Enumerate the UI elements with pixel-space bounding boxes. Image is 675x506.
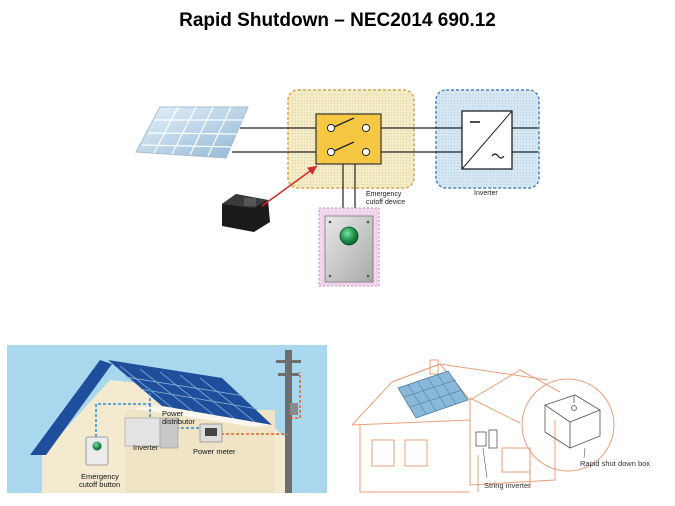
cutoff-device-label-1: Emergency xyxy=(366,191,402,198)
emergency-cutoff-button-label-2: cutoff button xyxy=(79,480,120,489)
inverter-box xyxy=(461,110,513,170)
emergency-cutoff-button-label-1: Emergency xyxy=(81,472,119,481)
house-emergency-button-icon xyxy=(92,441,102,451)
sketch-illustration xyxy=(351,359,615,493)
relay-component-icon xyxy=(222,194,270,232)
solar-panel-icon xyxy=(135,106,249,159)
sketch-solar-panels xyxy=(397,370,469,419)
top-schematic: Inverter Emergency cutoff device xyxy=(135,89,540,287)
power-distributor-label-1: Power xyxy=(162,409,184,418)
emergency-green-button-icon xyxy=(339,226,359,246)
cutoff-device-label-2: cutoff device xyxy=(366,199,405,206)
house-inverter-label: Inverter xyxy=(133,443,159,452)
emergency-button-box xyxy=(318,207,380,287)
inverter-label: Inverter xyxy=(474,190,498,197)
string-inverter-label: String inverter xyxy=(484,481,531,490)
page-title: Rapid Shutdown – NEC2014 690.12 xyxy=(179,10,496,31)
power-distributor-label-2: distributor xyxy=(162,417,195,426)
string-inverter-icon xyxy=(475,429,498,449)
house-illustration: Power distributor Inverter Power meter E… xyxy=(7,345,327,493)
power-meter-label: Power meter xyxy=(193,447,236,456)
relay-switch xyxy=(315,113,382,165)
rapid-shutdown-box-label: Rapid shut down box xyxy=(580,459,650,468)
rapid-shutdown-box-icon xyxy=(544,394,601,449)
